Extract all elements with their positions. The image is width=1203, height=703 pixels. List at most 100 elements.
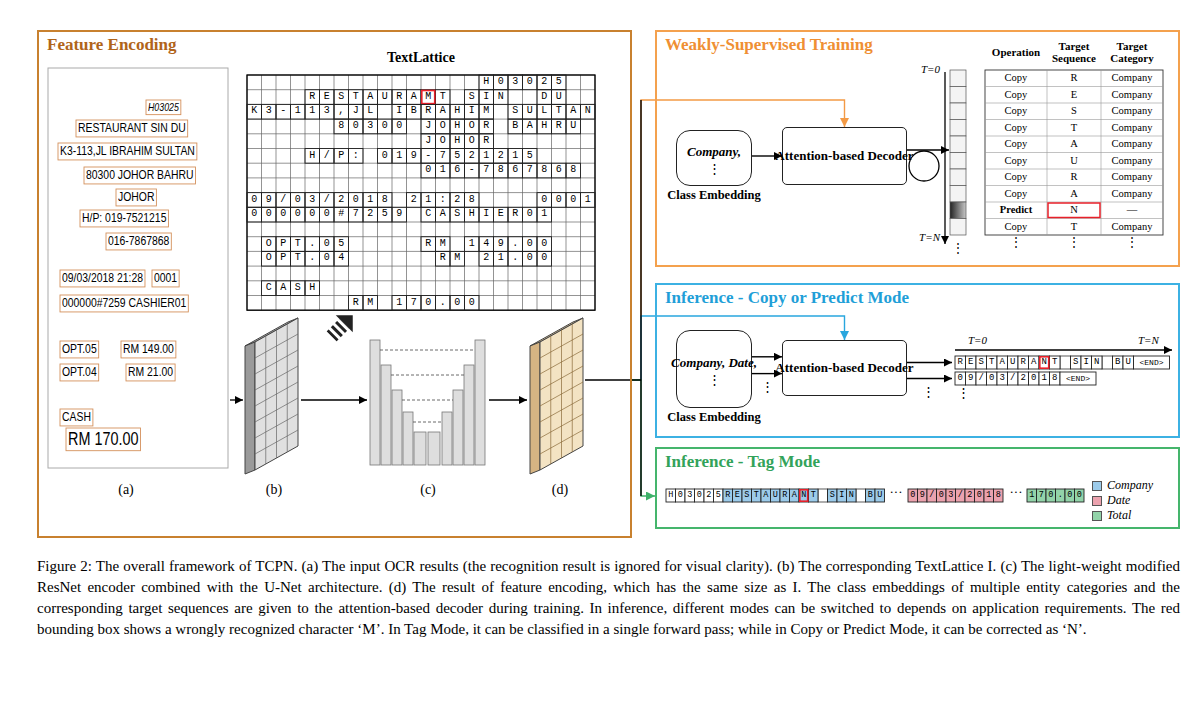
art-shape xyxy=(255,318,298,470)
panel-title: Weakly-Supervised Training xyxy=(657,32,1178,58)
ocr-box xyxy=(58,143,197,160)
ocr-box xyxy=(116,189,156,206)
table-cell: R xyxy=(1047,169,1101,186)
art-shape xyxy=(489,399,527,400)
annotation: (b) xyxy=(254,482,294,498)
table-cell: S xyxy=(1047,103,1101,120)
lattice-text: RM xyxy=(421,237,454,252)
decoder-label: Attention-based Decoder xyxy=(767,145,921,167)
legend-entry: Total xyxy=(1092,508,1131,523)
class-name: Company, Date, xyxy=(663,352,765,373)
sequence-text: BU xyxy=(866,489,887,502)
lattice-text: BAHRU xyxy=(508,119,585,134)
lattice-text: 09/03/2018 xyxy=(247,193,396,208)
lattice-text: 21:28 xyxy=(407,193,484,208)
table-cell: — xyxy=(1101,202,1163,219)
table-cell: T xyxy=(1047,219,1101,236)
decoder-label: Attention-based Decoder xyxy=(767,357,921,379)
annotation: T=N xyxy=(904,231,940,243)
annotation: T=N xyxy=(1138,334,1168,346)
hidden-state-cell xyxy=(950,120,966,137)
decoder-box: Attention-based Decoder xyxy=(782,340,907,396)
table-cell: Target Sequence xyxy=(1047,36,1101,68)
striped-arrow xyxy=(323,307,361,345)
ocr-box xyxy=(152,270,179,287)
ocr-box xyxy=(106,233,171,250)
annotation: ··· xyxy=(1006,484,1026,500)
ocr-text: OPT.04 xyxy=(62,365,97,380)
lattice-text: RESTAURAMT xyxy=(305,90,454,105)
lattice-text: SULTAN xyxy=(508,104,599,119)
art-shape xyxy=(402,400,453,401)
lattice-text: IBRAHIM xyxy=(392,104,498,119)
table-cell: Company xyxy=(1101,186,1163,203)
legend-swatch xyxy=(1092,481,1102,491)
ocr-text: RESTAURANT SIN DU xyxy=(78,121,186,136)
embedding-caption: Class Embedding xyxy=(667,188,760,203)
lattice-text: SIN xyxy=(465,90,513,105)
art-shape xyxy=(475,340,485,465)
ocr-text: RM 21.00 xyxy=(128,365,173,380)
decoder-box: Attention-based Decoder xyxy=(782,127,907,185)
table-cell: Company xyxy=(1101,70,1163,87)
art-shape xyxy=(955,349,1172,350)
ocr-text: RM 149.00 xyxy=(123,342,174,357)
legend-text: Company xyxy=(1107,478,1153,493)
error-box xyxy=(1048,203,1100,218)
ocr-text: 09/03/2018 21:28 xyxy=(62,271,143,286)
figure-caption: Figure 2: The overall framework of TCPN.… xyxy=(37,556,1180,640)
lattice-text: DU xyxy=(537,90,570,105)
annotation: ⋮ xyxy=(921,384,935,400)
lattice-text: 21.00 xyxy=(479,251,556,266)
feature-slab xyxy=(530,318,583,474)
ocr-box xyxy=(84,167,196,184)
table-cell: Target Category xyxy=(1101,36,1163,68)
art-shape xyxy=(907,378,952,379)
annotation: (c) xyxy=(408,482,448,498)
ocr-text: CASH xyxy=(62,410,91,425)
table-cell: Copy xyxy=(985,70,1047,87)
annotation: (d) xyxy=(540,482,580,498)
end-token: <END> xyxy=(1134,356,1170,369)
lattice-text: 016-7867868 xyxy=(421,163,585,178)
art-shape xyxy=(540,318,583,470)
hidden-state-cell xyxy=(950,186,966,203)
table-cell: A xyxy=(1047,136,1101,153)
art-shape xyxy=(381,365,391,465)
lattice-text: RM xyxy=(436,251,469,266)
art-shape xyxy=(572,324,573,452)
table-cell: Copy xyxy=(985,153,1047,170)
class-embedding-box: Company,⋮Class Embedding xyxy=(676,130,752,186)
table-cell: Copy xyxy=(985,87,1047,104)
table-cell: ⋮ xyxy=(1047,236,1101,250)
lattice-text: CASHIER01 xyxy=(421,207,556,222)
class-embedding-box: Company, Date,⋮Class Embedding xyxy=(676,330,752,408)
table-cell: A xyxy=(1047,186,1101,203)
legend-swatch xyxy=(1092,511,1102,521)
art-shape xyxy=(392,390,402,465)
ocr-text: 0001 xyxy=(154,271,177,286)
table-cell: Company xyxy=(1101,169,1163,186)
table-cell: E xyxy=(1047,87,1101,104)
hidden-state-cell xyxy=(950,87,966,104)
ocr-text: K3-113,JL IBRAHIM SULTAN xyxy=(60,144,195,159)
class-name: ⋮ xyxy=(708,162,721,176)
table-cell: Company xyxy=(1101,120,1163,137)
ocr-box xyxy=(60,341,99,358)
art-shape xyxy=(453,390,463,465)
art-shape xyxy=(370,340,380,465)
hidden-state-cell xyxy=(950,202,966,219)
ocr-box xyxy=(76,120,188,137)
legend-text: Total xyxy=(1107,508,1131,523)
art-shape xyxy=(907,362,952,363)
annotation: T=0 xyxy=(904,63,940,75)
feature-maps xyxy=(245,318,583,474)
art-shape xyxy=(414,432,426,465)
art-shape xyxy=(561,330,562,458)
annotation: ⋮ xyxy=(956,385,970,401)
art-shape xyxy=(276,330,277,458)
panel-box: Weakly-Supervised TrainingCompany,⋮Class… xyxy=(655,30,1180,267)
ocr-box xyxy=(60,409,93,426)
embedding-caption: Class Embedding xyxy=(667,410,760,425)
